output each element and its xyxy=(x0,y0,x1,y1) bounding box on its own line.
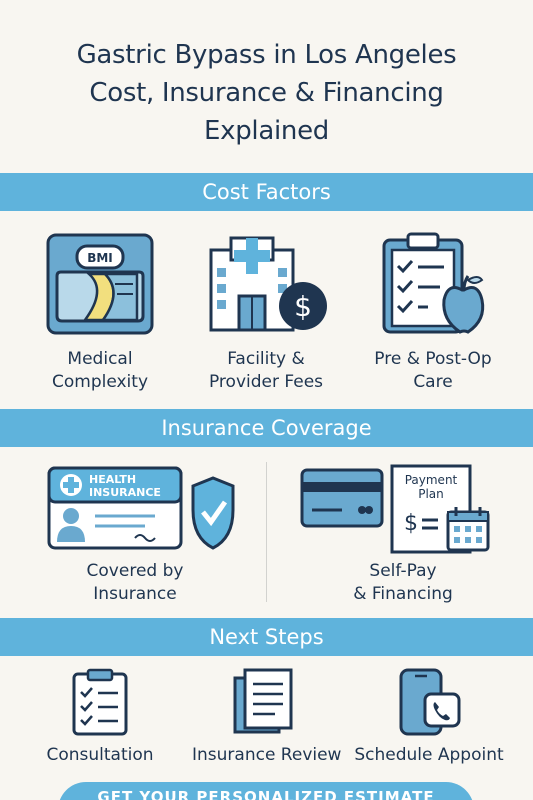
cost-item-label: Medical Complexity xyxy=(20,348,180,394)
cost-item-label: Facility & Provider Fees xyxy=(186,348,346,394)
card-title-line-1: HEALTH xyxy=(89,473,136,486)
label-line-2: Complexity xyxy=(51,372,148,392)
label-line-2: Provider Fees xyxy=(208,372,324,392)
section-header-next-steps: Next Steps xyxy=(0,618,533,656)
section-divider xyxy=(266,462,267,602)
document-icon xyxy=(233,668,293,734)
next-step-schedule-appointment[interactable]: Schedule Appoint xyxy=(352,668,506,767)
page-title: Gastric Bypass in Los Angeles Cost, Insu… xyxy=(0,36,533,150)
label-line-2: Care xyxy=(413,372,453,392)
label-line-1: Facility & xyxy=(227,349,305,369)
cost-item-medical-complexity: BMI Medical Complexity xyxy=(20,232,180,394)
phone-icon xyxy=(399,668,461,736)
next-step-label: Schedule Appoint xyxy=(354,745,504,765)
plan-text-line-2: Plan xyxy=(418,487,444,501)
next-step-label: Consultation xyxy=(46,745,154,765)
insurance-item-self-pay-financing: Payment Plan $ Self-Pay & Financing xyxy=(298,462,508,606)
cost-item-facility-provider-fees: $ Facility & Provider Fees xyxy=(186,232,346,394)
label-line-1: Self-Pay xyxy=(369,561,437,581)
title-line-1: Gastric Bypass in Los Angeles xyxy=(76,40,457,70)
title-line-3: Explained xyxy=(204,116,329,146)
card-title-line-2: INSURANCE xyxy=(89,486,161,499)
label-line-1: Medical xyxy=(67,349,133,369)
next-step-consultation[interactable]: Consultation xyxy=(40,668,160,767)
bmi-scale-icon: BMI xyxy=(46,233,154,335)
hospital-dollar-icon: $ xyxy=(209,236,327,332)
next-step-label: Insurance Review xyxy=(192,745,342,765)
label-line-2: Insurance xyxy=(93,584,177,604)
clipboard-apple-icon xyxy=(382,232,485,334)
label-line-1: Pre & Post-Op xyxy=(374,349,492,369)
insurance-card-shield-icon: HEALTH INSURANCE xyxy=(47,466,235,550)
bmi-badge-text: BMI xyxy=(87,251,113,265)
cost-item-pre-post-op-care: Pre & Post-Op Care xyxy=(353,232,513,394)
svg-text:$: $ xyxy=(404,511,418,536)
section-header-cost-factors: Cost Factors xyxy=(0,173,533,211)
next-step-insurance-review[interactable]: Insurance Review xyxy=(192,668,342,767)
insurance-item-label: Covered by Insurance xyxy=(30,560,240,606)
cost-item-label: Pre & Post-Op Care xyxy=(353,348,513,394)
label-line-2: & Financing xyxy=(353,584,453,604)
insurance-item-covered: HEALTH INSURANCE Covered by Insurance xyxy=(30,462,240,606)
checklist-icon xyxy=(72,668,128,736)
label-line-1: Covered by xyxy=(86,561,184,581)
insurance-item-label: Self-Pay & Financing xyxy=(298,560,508,606)
plan-text-line-1: Payment xyxy=(405,473,458,487)
get-estimate-button[interactable]: GET YOUR PERSONALIZED ESTIMATE xyxy=(58,782,474,800)
section-header-insurance-coverage: Insurance Coverage xyxy=(0,409,533,447)
credit-card-payment-plan-icon: Payment Plan $ xyxy=(300,464,490,554)
title-line-2: Cost, Insurance & Financing xyxy=(89,78,444,108)
svg-text:$: $ xyxy=(294,290,312,323)
